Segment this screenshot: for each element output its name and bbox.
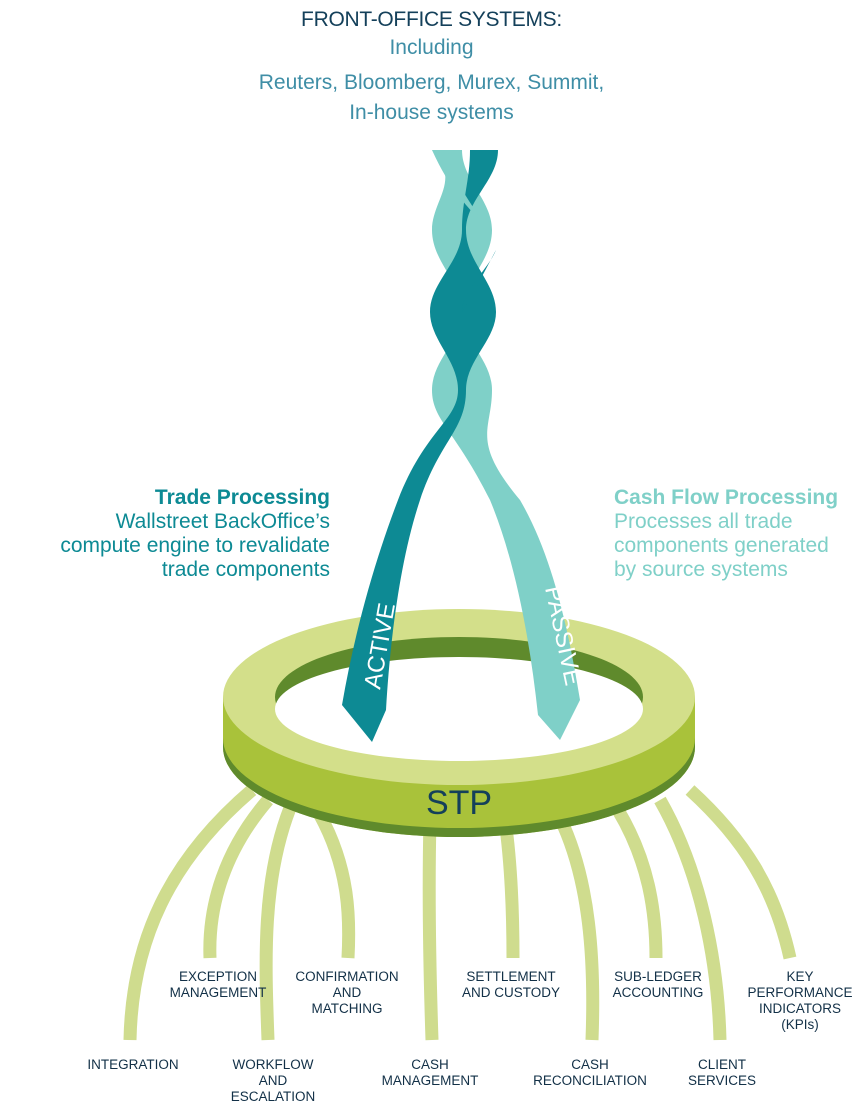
label-integration: INTEGRATION xyxy=(87,1057,179,1072)
leg-settlement-custody xyxy=(498,819,520,959)
header-subtitle-1: Including xyxy=(389,36,474,59)
trade-processing-title: Trade Processing xyxy=(154,486,330,509)
trade-processing-line-1: Wallstreet BackOffice’s xyxy=(115,510,330,533)
active-strand xyxy=(342,150,498,742)
cash-flow-processing-line-1: Processes all trade xyxy=(614,510,793,533)
leg-integration xyxy=(123,785,257,1041)
helix xyxy=(342,150,580,742)
leg-client-services xyxy=(654,796,727,1041)
leg-kpis xyxy=(685,785,797,960)
leg-confirmation-matching xyxy=(314,811,356,959)
leg-sub-ledger-accounting xyxy=(612,806,663,959)
cash-flow-processing-line-2: components generated xyxy=(614,534,829,557)
legs-group xyxy=(123,785,797,1041)
trade-processing-line-3: trade components xyxy=(161,558,330,581)
leg-cash-reconciliation xyxy=(554,815,600,1041)
cash-flow-processing-line-3: by source systems xyxy=(614,558,788,581)
header-subtitle-2: Reuters, Bloomberg, Murex, Summit, xyxy=(258,71,605,94)
leg-workflow-escalation xyxy=(259,805,297,1041)
passive-strand xyxy=(432,150,580,740)
leg-exception-management xyxy=(203,795,273,959)
trade-processing-line-2: compute engine to revalidate xyxy=(60,534,330,557)
cash-flow-processing-title: Cash Flow Processing xyxy=(614,486,839,509)
cash-flow-processing-block: Cash Flow Processing Processes all trade… xyxy=(614,486,863,582)
trade-processing-block: Trade Processing Wallstreet BackOffice’s… xyxy=(0,486,330,582)
stp-label: STP xyxy=(426,784,492,822)
header-title: FRONT-OFFICE SYSTEMS: xyxy=(301,8,562,31)
leg-cash-management xyxy=(422,819,439,1041)
header-subtitle-3: In-house systems xyxy=(349,101,514,124)
